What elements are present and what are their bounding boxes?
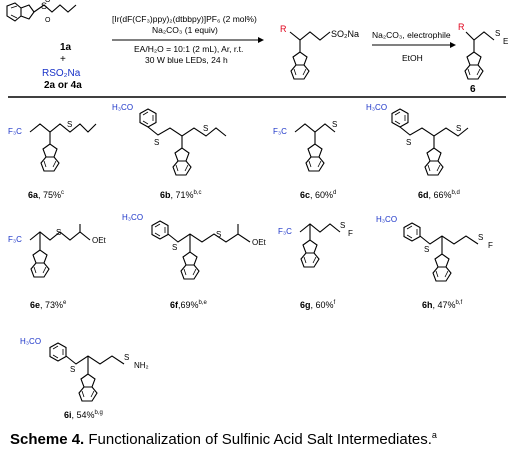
- label-6c: 6c, 60%d: [300, 190, 336, 200]
- oet-6f: OEt: [252, 238, 267, 247]
- s-6f-chain: S: [216, 230, 221, 239]
- s-6h-sulfone: S: [424, 245, 429, 254]
- compound-6h: [403, 222, 479, 282]
- intermediate-structure: [289, 31, 331, 80]
- arrow-1-head: [258, 37, 264, 43]
- label-6e: 6e, 73%e: [30, 300, 67, 310]
- s-6b-sulfone: S: [154, 138, 159, 147]
- s-6h-chain: S: [478, 233, 483, 242]
- sulfinate-reagent: RSO₂Na: [42, 68, 81, 79]
- h3co-6i: H₃CO: [20, 337, 41, 346]
- arrow-2-head: [450, 42, 456, 48]
- compound-6i: [49, 342, 125, 402]
- product-r: R: [458, 22, 465, 32]
- oet-6e: OEt: [92, 236, 107, 245]
- nh2-6i: NH₂: [134, 361, 149, 370]
- s-6c: S: [332, 120, 337, 129]
- light-text: 30 W blue LEDs, 24 h: [145, 55, 228, 65]
- cf3-6g: F₃C: [278, 227, 292, 236]
- step2-solvent: EtOH: [402, 53, 423, 63]
- product-structure: [464, 31, 495, 80]
- label-6a: 6a, 75%c: [28, 190, 64, 200]
- label-6d: 6d, 66%b,d: [418, 190, 460, 200]
- compound-6g: [299, 223, 341, 268]
- label-6h: 6h, 47%b,f: [422, 300, 463, 310]
- s-6g: S: [340, 221, 345, 230]
- caption-sup: a: [431, 430, 437, 440]
- s-6d-sulfone: S: [406, 138, 411, 147]
- cf3-6a: F₃C: [8, 127, 22, 136]
- sm-s-atom: S: [41, 1, 47, 11]
- compound-6c: [294, 123, 336, 172]
- product-s: S: [495, 29, 500, 38]
- reagent-label: 2a or 4a: [44, 80, 82, 91]
- step2-reagents: Na₂CO₃, electrophile: [372, 30, 451, 40]
- sm-o-atom-bottom: O: [45, 17, 51, 24]
- sm-label: 1a: [60, 42, 72, 53]
- cf3-6c: F₃C: [273, 127, 287, 136]
- plus-sign: +: [60, 54, 66, 65]
- product-label: 6: [470, 84, 476, 95]
- h3co-6f: H₃CO: [122, 213, 143, 222]
- catalyst-text: [Ir(dF(CF₃)ppy)₂(dtbbpy)]PF₆ (2 mol%): [112, 14, 257, 24]
- caption-text: Functionalization of Sulfinic Acid Salt …: [84, 431, 432, 448]
- starting-material-1a: [6, 2, 77, 22]
- compound-6d: [391, 108, 469, 176]
- compound-6b: [139, 108, 227, 176]
- caption-bold: Scheme 4.: [10, 431, 85, 448]
- f-6h: F: [488, 241, 493, 250]
- s-6a: S: [67, 120, 72, 129]
- cf3-6e: F₃C: [8, 235, 22, 244]
- s-6e: S: [56, 228, 61, 237]
- intermediate-r: R: [280, 24, 287, 34]
- compound-6a: [29, 123, 97, 172]
- label-6b: 6b, 71%b,c: [160, 190, 202, 200]
- intermediate-so2na: SO₂Na: [331, 29, 359, 39]
- label-6g: 6g, 60%f: [300, 300, 336, 310]
- label-6f: 6f,69%b,e: [170, 300, 208, 310]
- h3co-6d: H₃CO: [366, 103, 387, 112]
- s-6i-chain: S: [124, 353, 129, 362]
- scheme-caption: Scheme 4. Functionalization of Sulfinic …: [10, 430, 510, 448]
- label-6i: 6i, 54%b,g: [64, 410, 103, 420]
- compound-6e: [29, 224, 91, 278]
- h3co-6b: H₃CO: [112, 103, 133, 112]
- s-6i-sulfone: S: [70, 365, 75, 374]
- compound-6f: [151, 220, 251, 280]
- f-6g: F: [348, 229, 353, 238]
- base-text: Na₂CO₃ (1 equiv): [152, 25, 218, 35]
- s-6d-chain: S: [456, 124, 461, 133]
- s-6b-chain: S: [203, 124, 208, 133]
- h3co-6h: H₃CO: [376, 215, 397, 224]
- sm-o-atom-top: O: [45, 0, 51, 4]
- solvent-text: EA/H₂O = 10:1 (2 mL), Ar, r.t.: [134, 44, 243, 54]
- product-e: E: [503, 37, 508, 46]
- s-6f-sulfone: S: [172, 243, 177, 252]
